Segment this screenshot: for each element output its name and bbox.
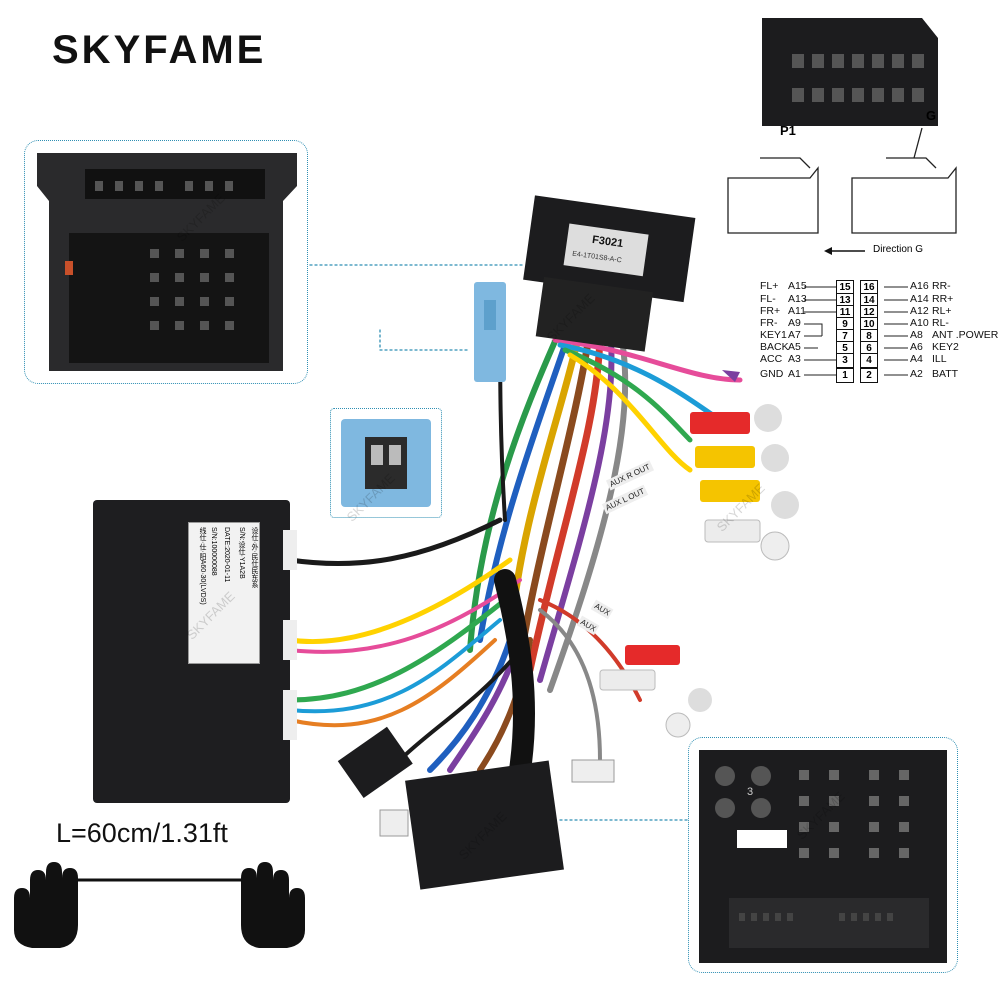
- callout-blue-connector: [330, 408, 442, 518]
- pin-signal-right: BATT: [932, 368, 959, 380]
- pin-number-left: 3: [836, 353, 854, 368]
- pin-signal-left: GND: [760, 368, 784, 380]
- connector-mark: 3: [747, 786, 754, 798]
- pin-id-right: A16: [910, 280, 929, 292]
- pin-signal-right: RR-: [932, 280, 951, 292]
- pin-number-right: 4: [860, 353, 878, 368]
- module-label-line: DATE:2020-01-11: [223, 527, 230, 583]
- callout-radio-connector: 3: [688, 737, 958, 973]
- pin-id-left: A7: [788, 329, 801, 341]
- pin-signal-right: ANT .POWER: [932, 329, 999, 341]
- brand-logo: SKYFAME: [52, 28, 267, 72]
- p1-label: P1: [780, 123, 796, 138]
- pinout-leader-lines: [804, 286, 908, 376]
- pin-signal-right: ILL: [932, 353, 947, 365]
- length-label: L=60cm/1.31ft: [56, 818, 228, 848]
- pin-number-right: 2: [860, 368, 878, 383]
- pin-number-right: 14: [860, 293, 878, 308]
- pin-signal-right: RL+: [932, 305, 952, 317]
- pin-signal-right: KEY2: [932, 341, 959, 353]
- pin-signal-left: FL-: [760, 293, 776, 305]
- direction-label: Direction G: [873, 244, 924, 255]
- pin-signal-left: FL+: [760, 280, 779, 292]
- pin-id-left: A1: [788, 368, 801, 380]
- pin-signal-left: BACK: [760, 341, 789, 353]
- pin-signal-left: FR-: [760, 317, 778, 329]
- pin-id-left: A3: [788, 353, 801, 365]
- blue-connector-face: [341, 419, 431, 507]
- pin-id-left: A9: [788, 317, 801, 329]
- module-label-line: 线仕·仕·阳A60·30(LVDS): [199, 527, 206, 605]
- pin-signal-left: FR+: [760, 305, 781, 317]
- pin-signal-left: ACC: [760, 353, 783, 365]
- pin-id-left: A5: [788, 341, 801, 353]
- callout-car-connector: [24, 140, 308, 384]
- pin-signal-right: RL-: [932, 317, 949, 329]
- pin-id-right: A6: [910, 341, 923, 353]
- radio-connector-face: [699, 750, 947, 963]
- pin-number-left: 1: [836, 368, 854, 383]
- pin-id-right: A10: [910, 317, 929, 329]
- connector-diagram: [727, 18, 957, 255]
- g-label: G: [926, 108, 937, 123]
- pin-id-right: A8: [910, 329, 923, 341]
- module-label: 设仕·外·民仕民东系 S/N:设仕·Y1A2B DATE:2020-01-11 …: [188, 522, 260, 664]
- pin-id-left: A11: [788, 305, 806, 317]
- pin-signal-left: KEY1: [760, 329, 787, 341]
- pin-id-right: A2: [910, 368, 923, 380]
- pin-id-left: A13: [788, 293, 807, 305]
- pin-id-right: A12: [910, 305, 929, 317]
- pin-signal-right: RR+: [932, 293, 954, 305]
- module-label-line: 设仕·外·民仕民东系: [251, 527, 258, 588]
- module-label-line: S/N:100000088: [210, 527, 217, 576]
- module-label-line: S/N:设仕·Y1A2B: [238, 527, 245, 579]
- pin-id-right: A4: [910, 353, 923, 365]
- car-connector-face: [37, 153, 297, 371]
- pin-id-left: A15: [788, 280, 807, 292]
- pin-id-right: A14: [910, 293, 929, 305]
